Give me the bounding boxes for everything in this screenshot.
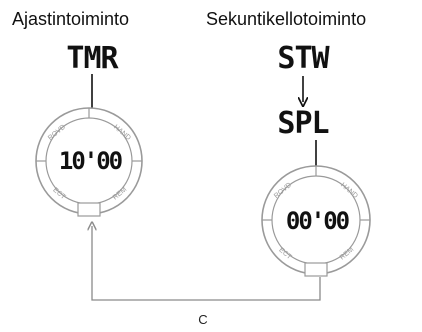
stopwatch-watch-button-tab	[304, 262, 328, 277]
stopwatch-watch-face: ROVD HAND ECT REM 00'00	[261, 165, 371, 277]
stopwatch-mode-heading: Sekuntikellotoiminto	[206, 9, 366, 29]
stopwatch-display-readout: 00'00	[286, 207, 350, 235]
timer-mode-code: TMR	[66, 41, 119, 76]
timer-watch-face: ROVD HAND ECT REM 10'00	[35, 107, 143, 217]
connector-button-label: C	[198, 312, 207, 327]
stopwatch-mode-code: STW	[277, 41, 330, 76]
return-connector-arrow	[92, 226, 321, 301]
stopwatch-split-mode-code: SPL	[277, 106, 328, 141]
timer-display-readout: 10'00	[59, 147, 123, 175]
timer-mode-heading: Ajastintoiminto	[12, 9, 129, 29]
timer-watch-button-tab	[77, 202, 101, 217]
